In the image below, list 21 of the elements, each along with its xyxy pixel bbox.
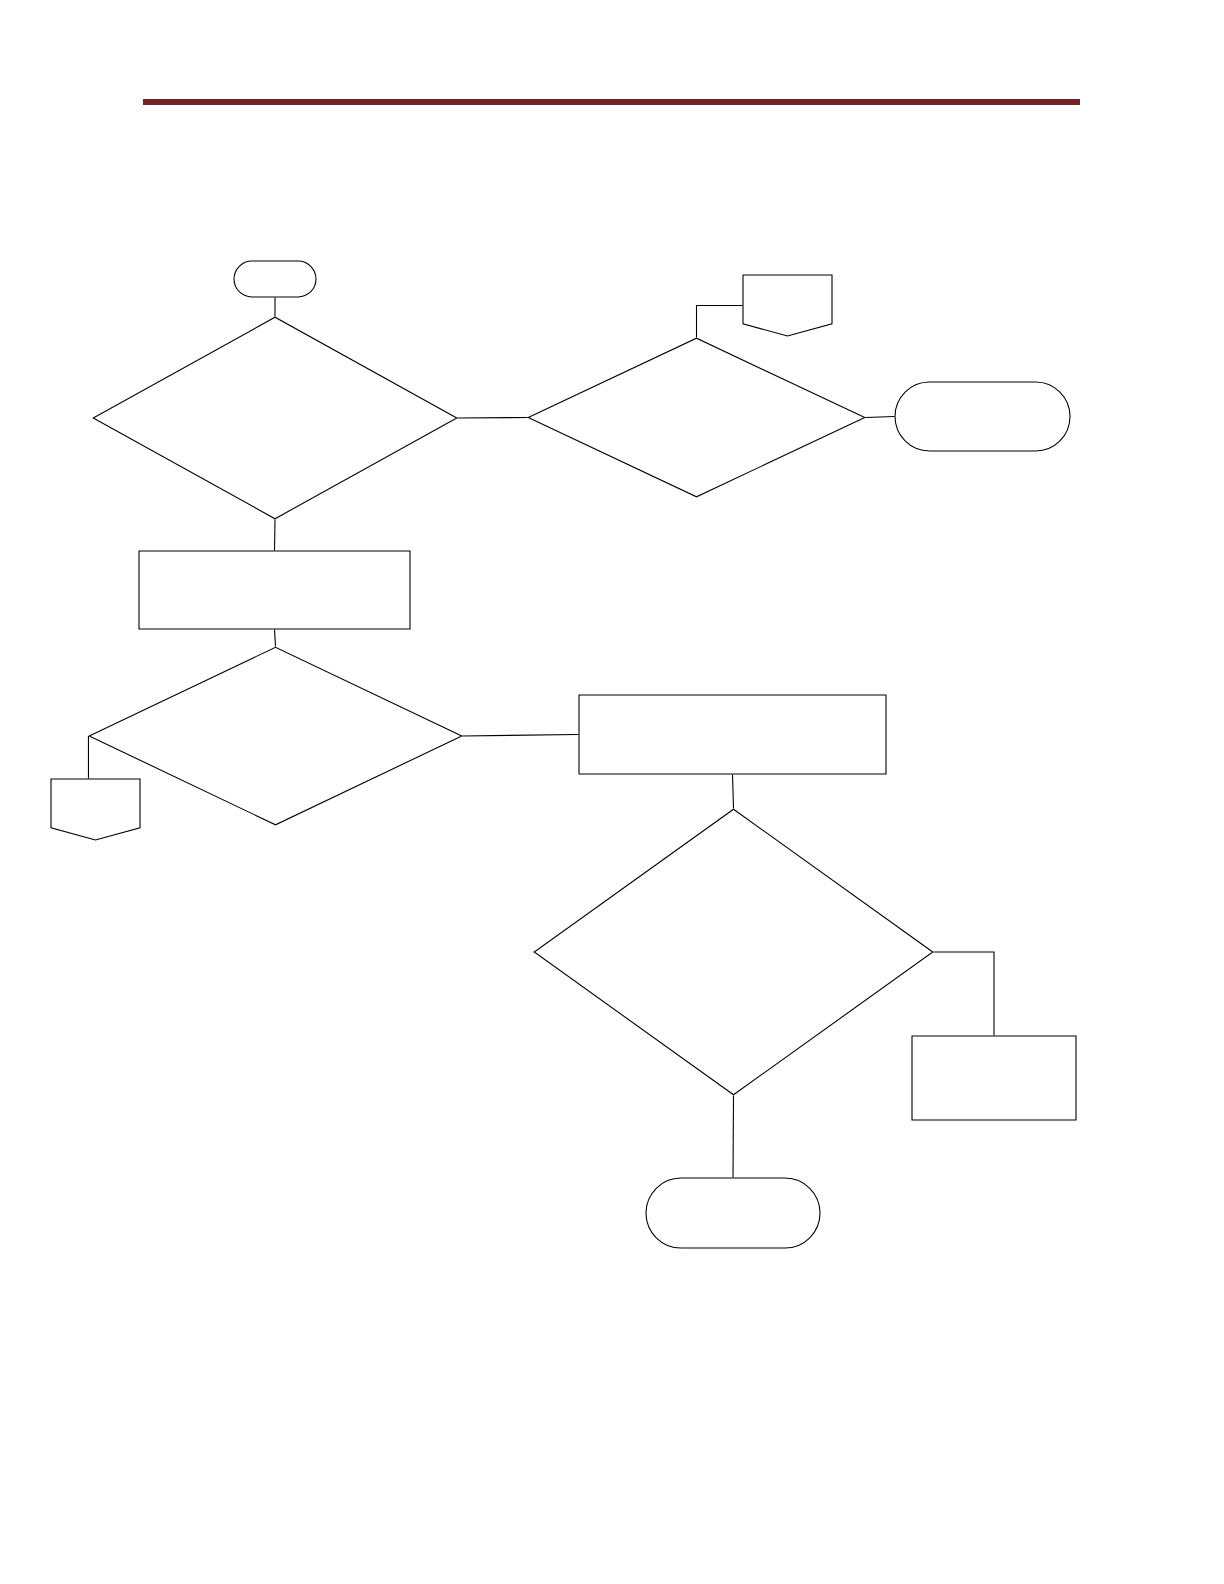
connector-line — [933, 951, 995, 1036]
connector-line — [731, 774, 735, 809]
off-page-connector — [50, 778, 141, 841]
process-box — [578, 694, 887, 775]
connector-line — [273, 629, 277, 647]
terminal-pill — [645, 1177, 821, 1249]
connector-line — [732, 1095, 735, 1178]
decision-diamond — [533, 808, 934, 1096]
connector-line — [457, 416, 528, 419]
connector-line — [274, 297, 276, 317]
connector-line — [462, 733, 579, 737]
connector-line — [695, 304, 743, 338]
decision-diamond — [92, 316, 458, 520]
off-page-connector — [742, 274, 833, 337]
process-box — [138, 550, 411, 630]
connector-line — [273, 519, 276, 551]
connector-line — [87, 735, 89, 779]
terminal-pill — [894, 381, 1071, 452]
connector-line — [865, 415, 895, 419]
process-box — [911, 1035, 1077, 1121]
terminal-pill — [233, 260, 317, 298]
